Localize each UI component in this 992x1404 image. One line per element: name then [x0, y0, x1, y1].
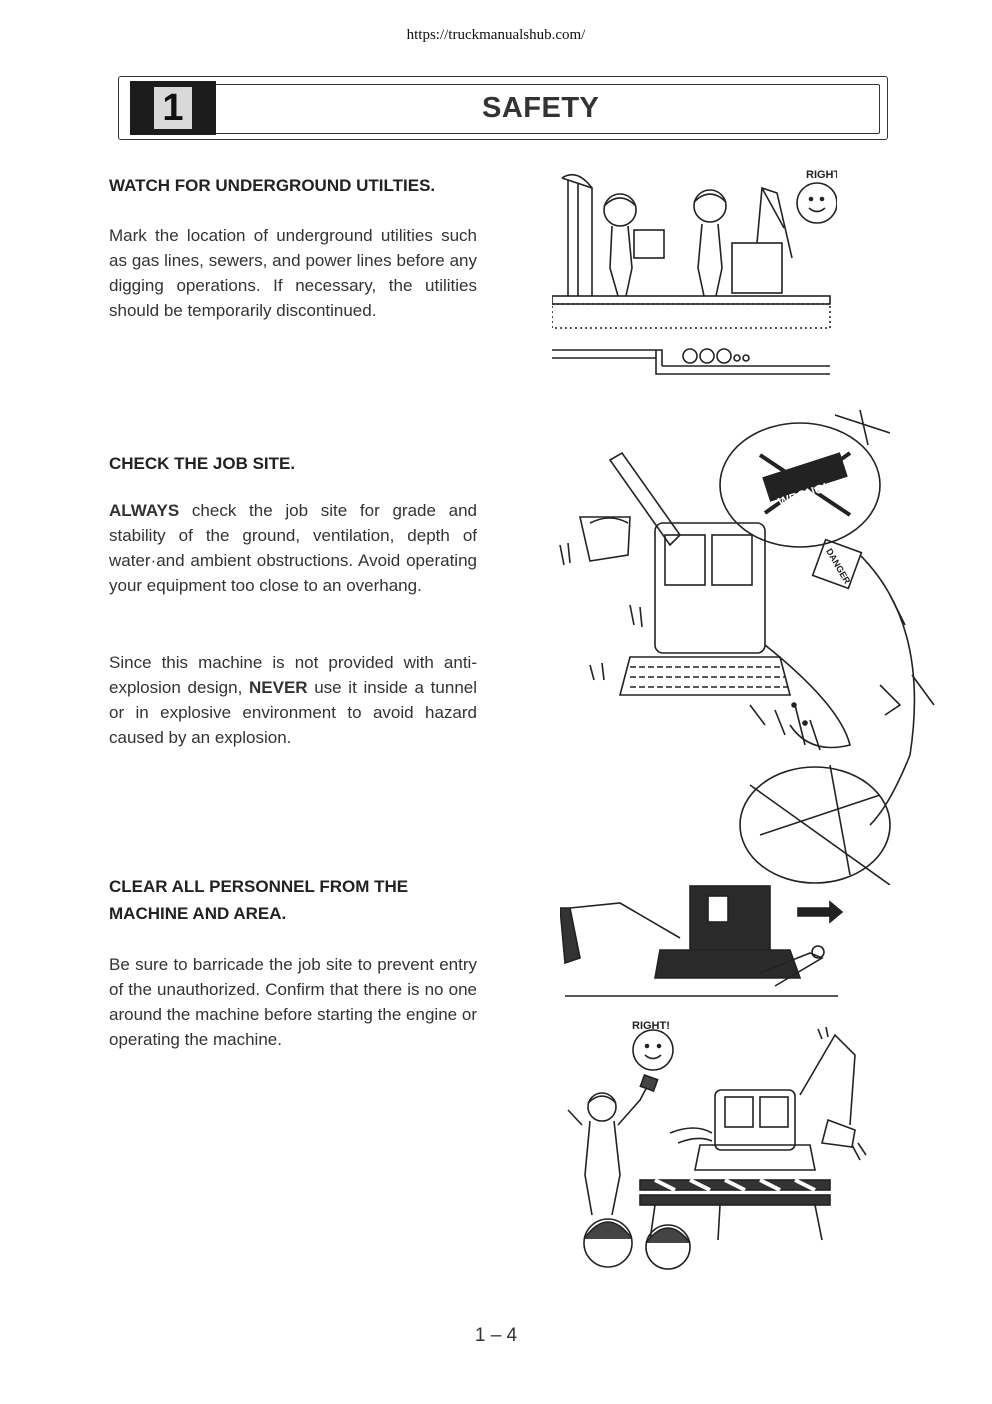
section-body-underground-utilities: Mark the location of underground utiliti…: [109, 226, 477, 320]
section-heading-underground-utilities: WATCH FOR UNDERGROUND UTILTIES.: [109, 176, 436, 195]
illustration-underground-utilities: RIGHT!: [552, 169, 837, 375]
label-right-bottom: RIGHT!: [632, 1020, 670, 1032]
heading-line-1: CLEAR ALL PERSONNEL FROM THE: [109, 877, 409, 896]
page-number: 1 – 4: [474, 1325, 518, 1346]
emphasis-never: NEVER: [248, 678, 308, 697]
job-site-text-1: check the job site for grade and stabili…: [109, 501, 477, 595]
section-body-job-site-1: ALWAYS check the job site for grade and …: [109, 498, 477, 598]
job-site-text-2b: use it inside a tunnel or in explosive e…: [109, 678, 477, 747]
job-site-text-2a: Since this machine is not provided with …: [109, 653, 477, 697]
section-heading-job-site: CHECK THE JOB SITE.: [109, 454, 296, 473]
chapter-number-badge: 1: [130, 81, 216, 135]
heading-line-2: MACHINE AND AREA.: [109, 904, 287, 923]
section-heading-clear-personnel: CLEAR ALL PERSONNEL FROM THE MACHINE AND …: [109, 873, 408, 927]
header-outer-frame: [118, 76, 888, 140]
emphasis-always: ALWAYS: [109, 501, 180, 520]
label-danger: DANGER: [824, 547, 852, 586]
section-body-clear-personnel: Be sure to barricade the job site to pre…: [109, 955, 477, 1049]
source-url[interactable]: https://truckmanualshub.com/: [406, 27, 586, 43]
chapter-header: 1 SAFETY: [118, 76, 888, 140]
chapter-number: 1: [154, 87, 192, 129]
label-right-top: RIGHT!: [806, 169, 837, 181]
illustration-job-site: WRONG! DANGER: [559, 409, 935, 885]
section-body-job-site-2: Since this machine is not provided with …: [109, 650, 477, 750]
illustration-barricade: RIGHT!: [567, 1020, 867, 1270]
illustration-person-under-machine: [560, 885, 844, 997]
page-title: SAFETY: [482, 92, 600, 124]
